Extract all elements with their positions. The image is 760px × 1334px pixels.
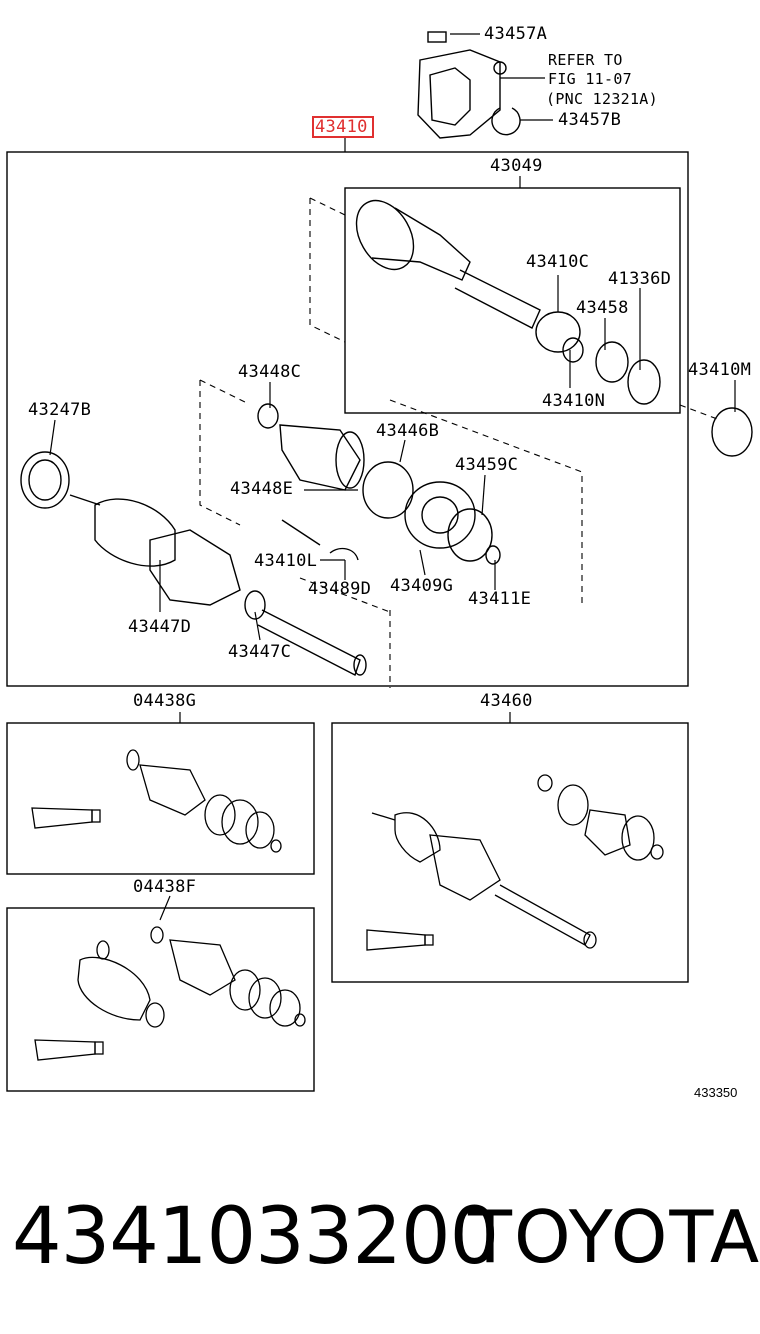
label-43446B[interactable]: 43446B [376,421,440,441]
label-43049[interactable]: 43049 [490,156,543,176]
boot-kit-04438G-drawing [31,749,282,853]
brand-name: TOYOTA [468,1195,760,1279]
label-04438G[interactable]: 04438G [133,691,197,711]
inboard-boot-assembly [257,403,501,565]
label-43410[interactable]: 43410 [315,117,368,137]
label-43410C[interactable]: 43410C [526,252,590,272]
part-highlight-box [312,116,374,138]
outboard-joint-shaft [355,199,753,457]
label-43457A[interactable]: 43457A [484,24,548,44]
refer-line-1: REFER TO [548,51,623,69]
label-43410N[interactable]: 43410N [542,391,606,411]
label-43447D[interactable]: 43447D [128,617,192,637]
boot-kit-04438F-drawing [34,926,306,1061]
refer-line-2: FIG 11-07 [548,70,632,88]
boot-kit-43460-drawing [366,774,664,951]
label-43410L[interactable]: 43410L [254,551,318,571]
label-43460[interactable]: 43460 [480,691,533,711]
dashed-guides [199,197,721,688]
axle-shaft-assembly [20,451,367,676]
kit-box-04438F [6,907,315,1092]
main-assembly-frame [6,151,689,687]
label-43489D[interactable]: 43489D [308,579,372,599]
label-41336D[interactable]: 41336D [608,269,672,289]
part-code-title: 4341033200 [12,1192,499,1282]
kit-box-43460 [331,722,689,983]
label-43459C[interactable]: 43459C [455,455,519,475]
label-43411E[interactable]: 43411E [468,589,532,609]
label-43447C[interactable]: 43447C [228,642,292,662]
label-43247B[interactable]: 43247B [28,400,92,420]
leader-lines [49,33,736,921]
bearing-bracket [417,31,521,139]
label-43448C[interactable]: 43448C [238,362,302,382]
inner-box-43049 [344,187,681,414]
label-43448E[interactable]: 43448E [230,479,294,499]
label-43410M[interactable]: 43410M [688,360,752,380]
figure-id: 433350 [694,1085,738,1100]
label-43457B[interactable]: 43457B [558,110,622,130]
label-04438F[interactable]: 04438F [133,877,197,897]
kit-box-04438G [6,722,315,875]
label-43458[interactable]: 43458 [576,298,629,318]
label-43409G[interactable]: 43409G [390,576,454,596]
refer-line-3: (PNC 12321A) [546,90,658,108]
